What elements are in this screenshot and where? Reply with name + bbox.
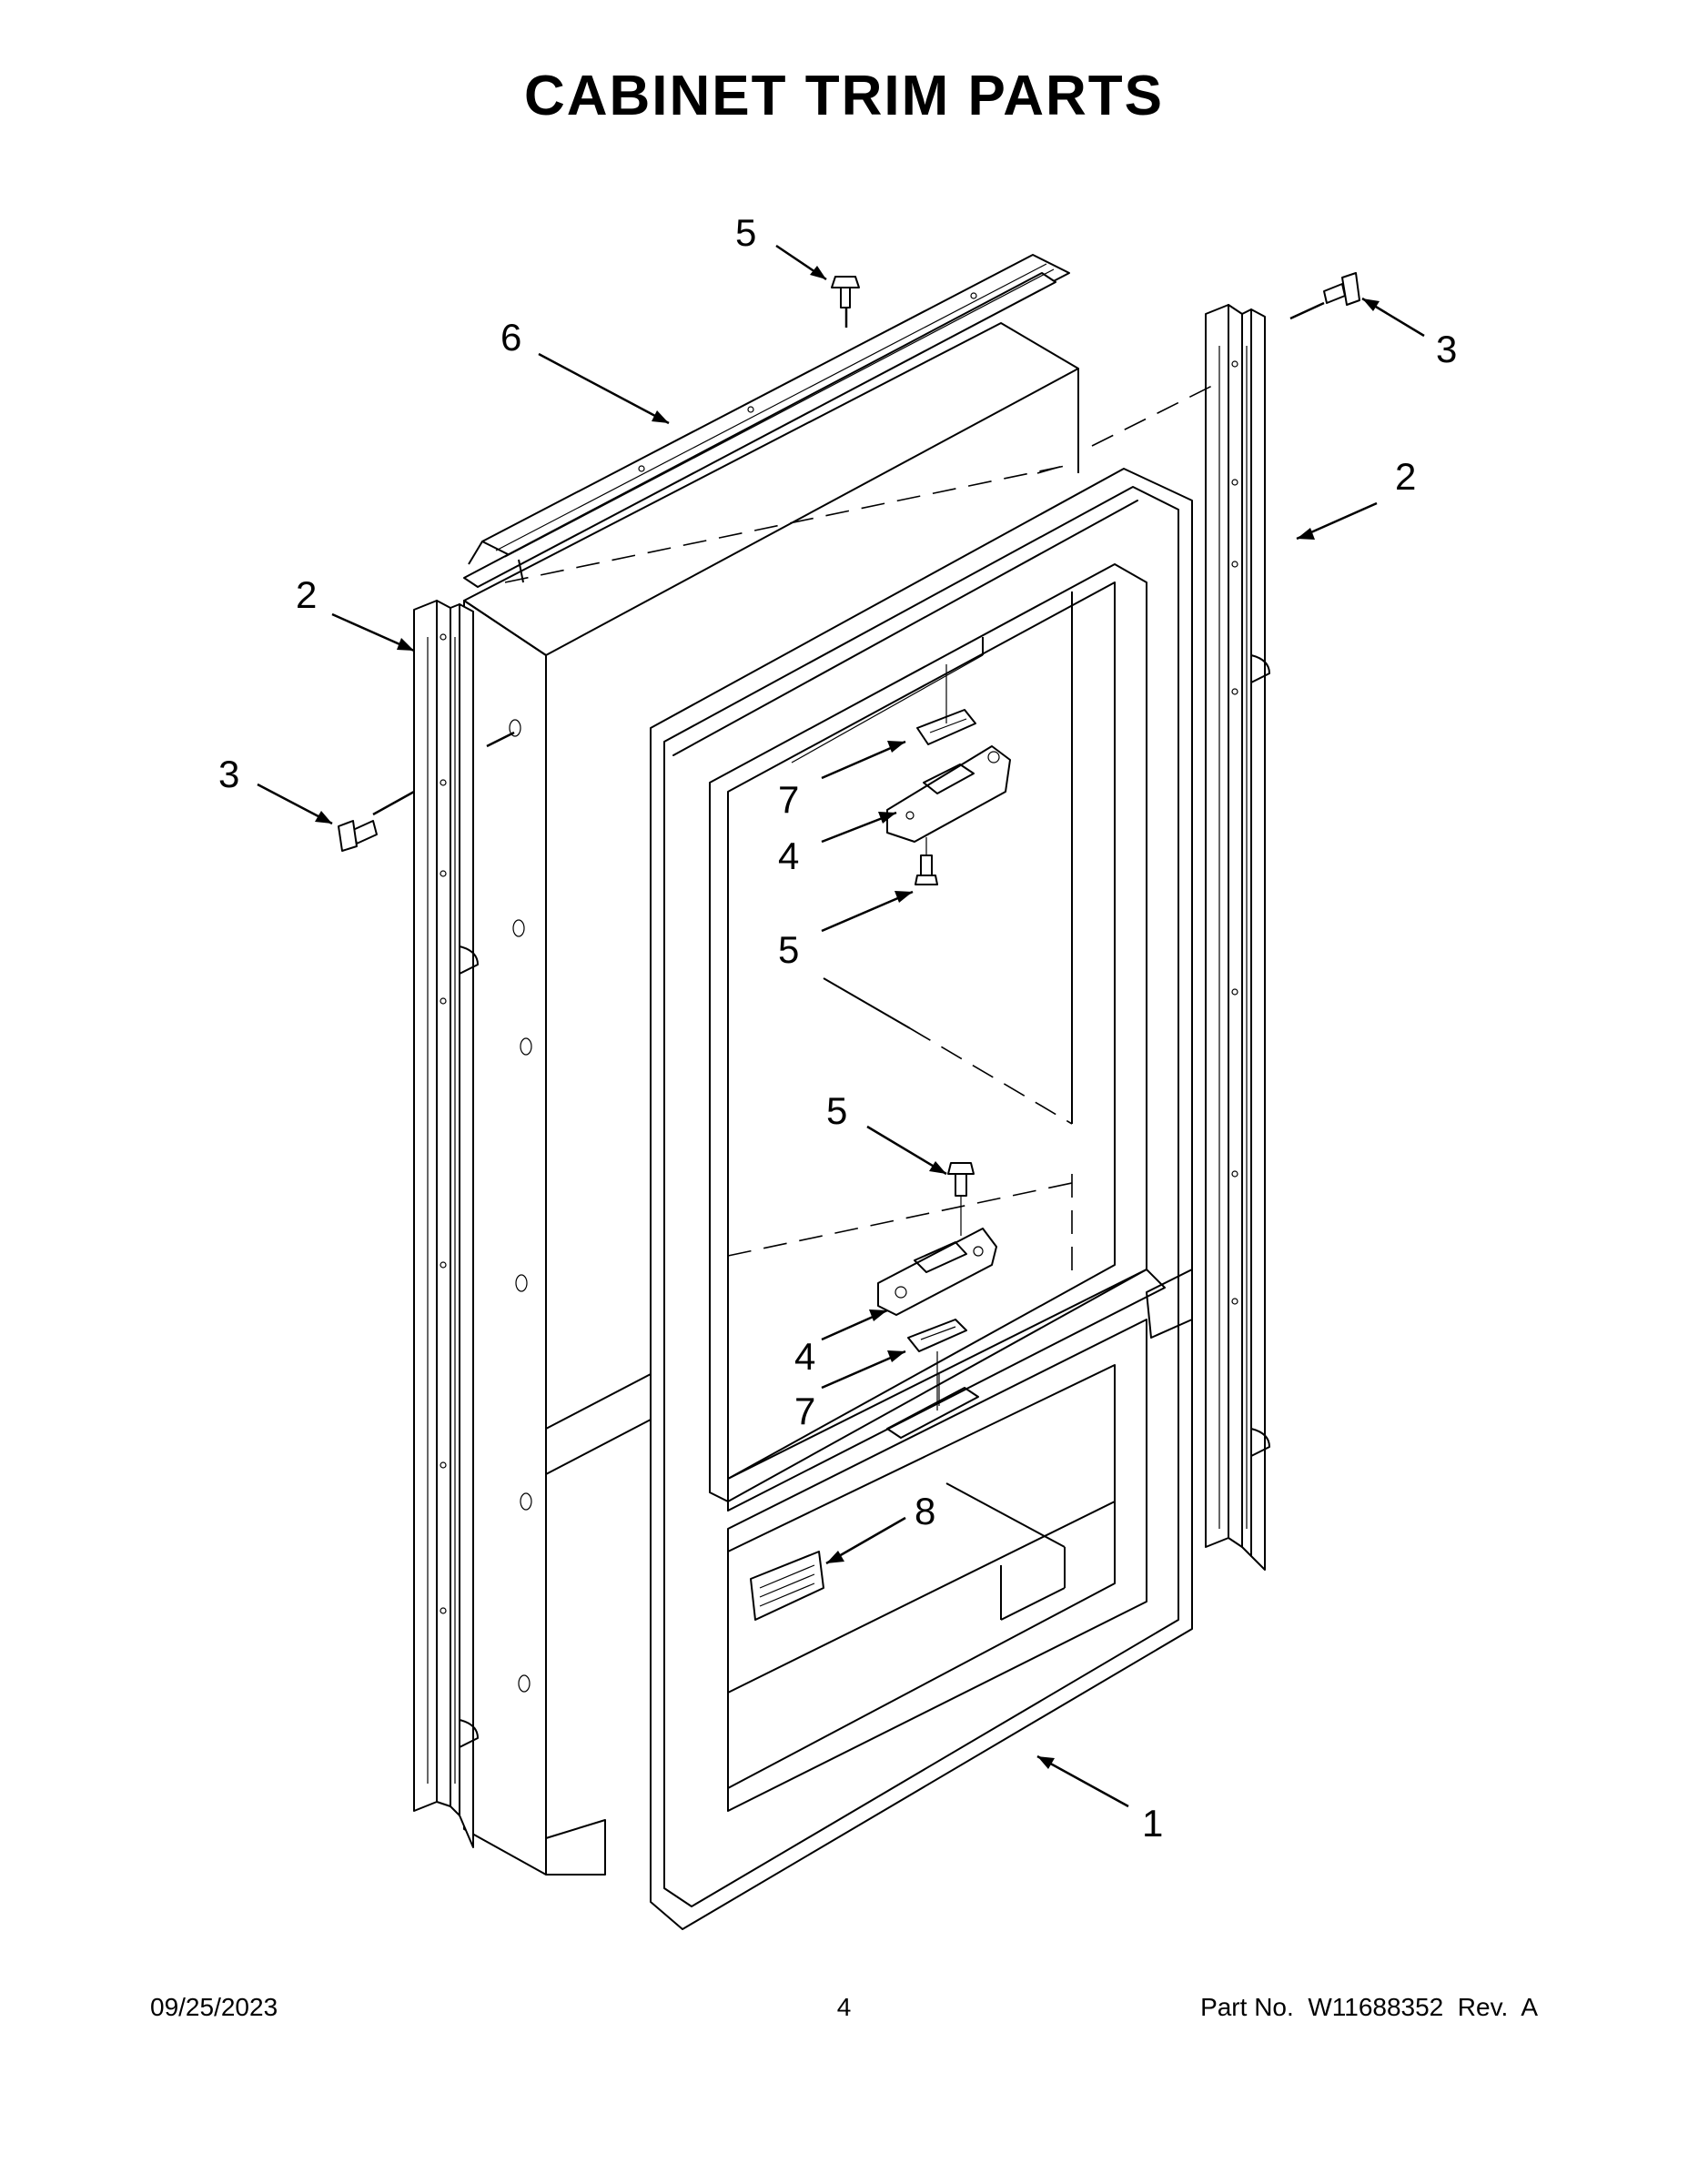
top-trim: [463, 254, 1070, 588]
right-side-trim: [1205, 304, 1270, 1571]
callout-5-mid: 5: [778, 928, 799, 971]
footer-date: 09/25/2023: [150, 1993, 278, 2021]
hinge-bracket-upper: [886, 745, 1011, 843]
hinge-cap-upper: [916, 709, 976, 745]
callout-7-lower: 7: [794, 1390, 815, 1432]
screw-3-right: [1323, 272, 1360, 306]
callout-2-right: 2: [1395, 455, 1416, 498]
callout-arrows: [257, 244, 1425, 1808]
screw-5-lower: [947, 1162, 975, 1197]
screw-5-top: [831, 276, 860, 308]
hinge-bracket-lower: [877, 1228, 997, 1316]
callout-1: 1: [1142, 1802, 1163, 1845]
callout-8: 8: [915, 1490, 935, 1532]
callout-2-left: 2: [296, 573, 317, 616]
left-side-trim: [413, 600, 479, 1848]
door-frame: [650, 468, 1193, 1930]
callout-3-left: 3: [218, 753, 239, 795]
callout-5-lower: 5: [826, 1089, 847, 1132]
callout-3-right: 3: [1436, 328, 1457, 370]
callout-5-top: 5: [735, 211, 756, 254]
screw-5-mid: [915, 854, 938, 885]
screw-3-left: [338, 820, 378, 852]
callout-6: 6: [500, 316, 521, 359]
lower-hinge-pocket: [886, 1374, 979, 1439]
footer-page-number: 4: [836, 1993, 852, 2021]
cabinet-body: [463, 322, 1079, 1876]
footer-part-number: Part No. W11688352 Rev. A: [1200, 1993, 1538, 2021]
hinge-cap-lower: [907, 1319, 967, 1352]
badge-8: [750, 1551, 824, 1621]
callout-4-lower: 4: [794, 1335, 815, 1378]
callout-4-upper: 4: [778, 834, 799, 877]
page-title: CABINET TRIM PARTS: [523, 65, 1165, 127]
callout-7-upper: 7: [778, 778, 799, 821]
